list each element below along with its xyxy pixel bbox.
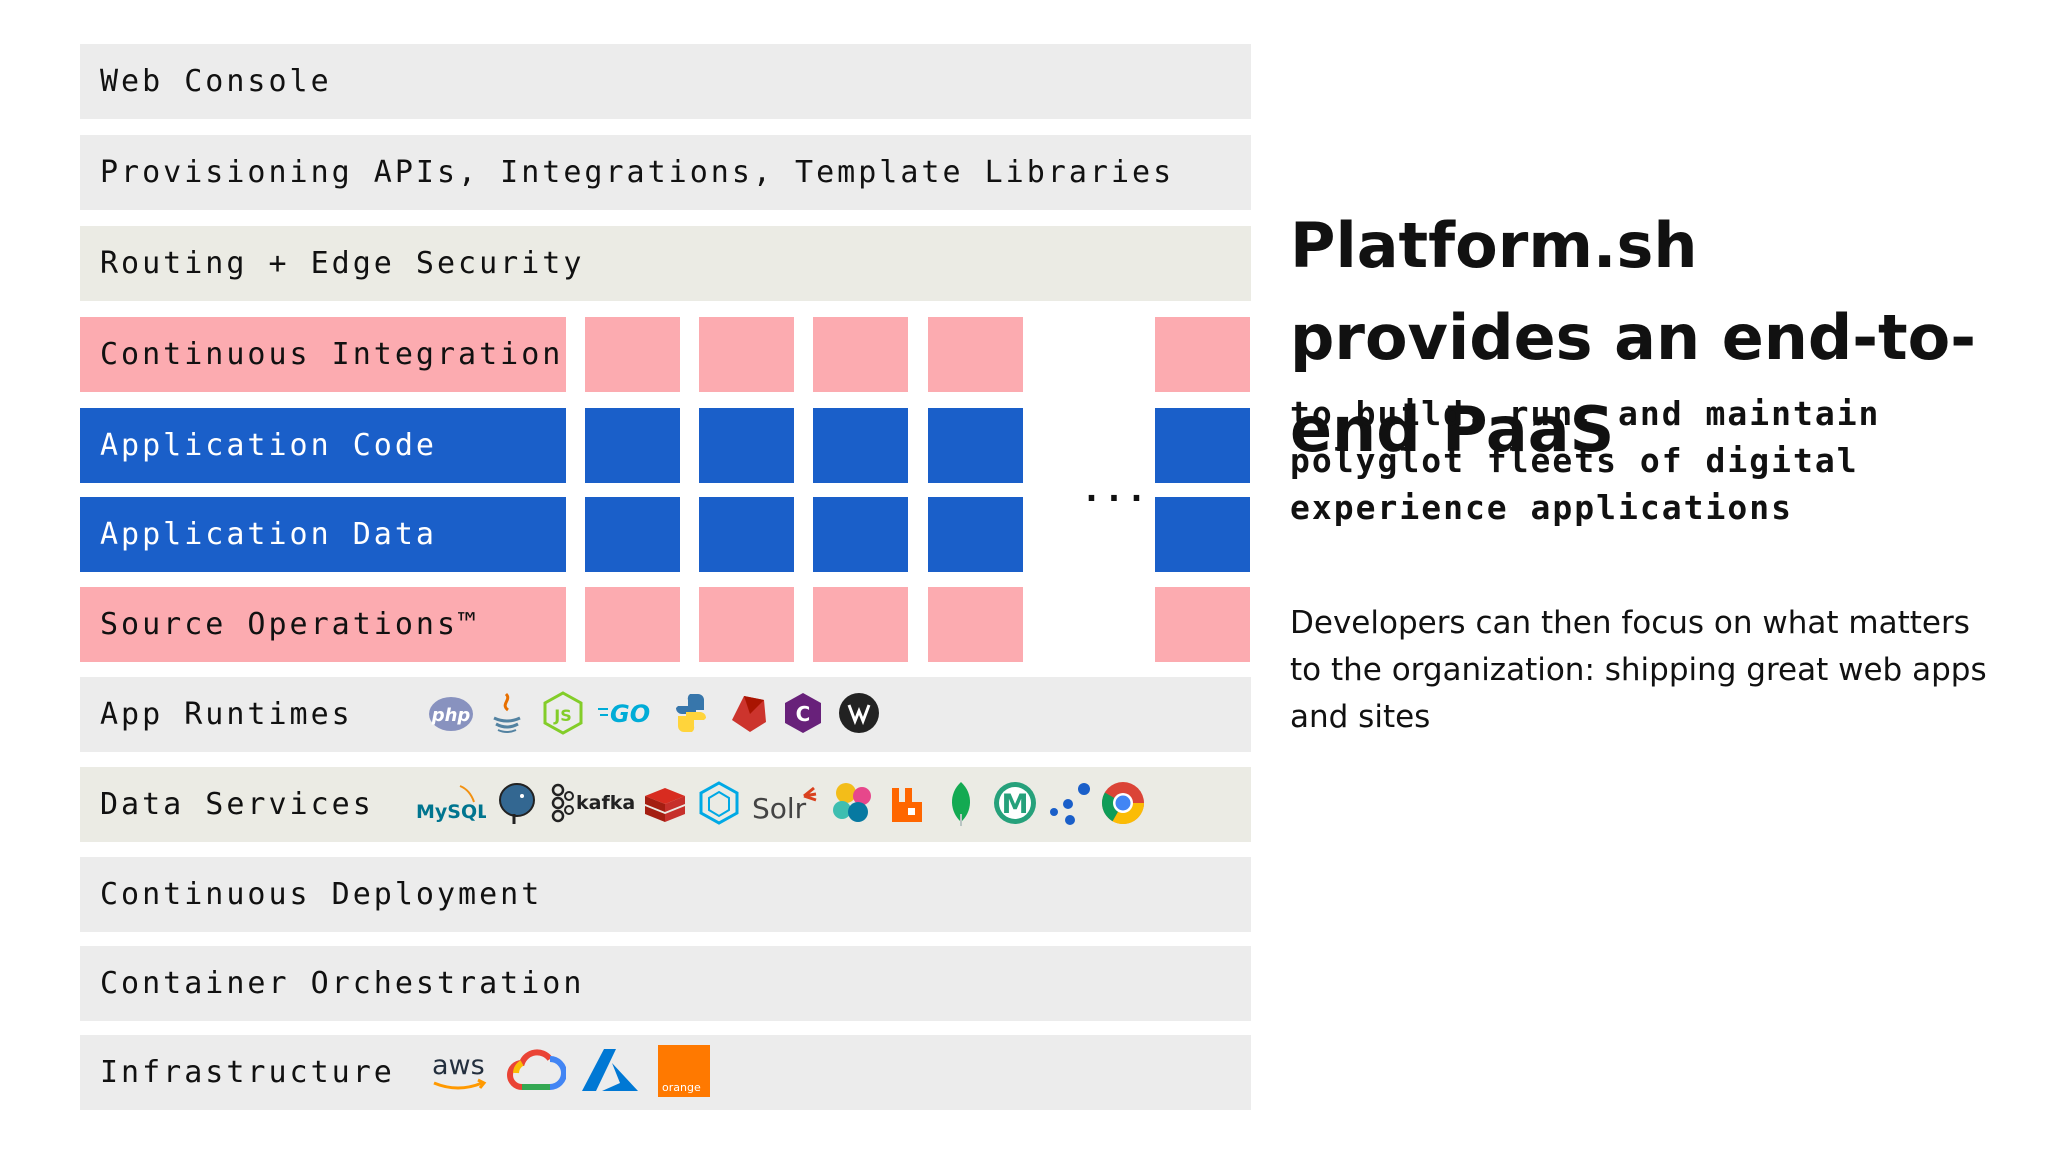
layer-continuous-deployment: Continuous Deployment <box>80 857 1251 932</box>
code-cell <box>699 408 794 483</box>
layer-source-operations: Source Operations™ <box>80 587 566 662</box>
layer-label: Data Services <box>100 787 374 822</box>
mysql-text: MySQL <box>416 801 486 823</box>
layer-label: Continuous Deployment <box>100 877 543 912</box>
csharp-icon: C <box>780 690 826 736</box>
page-title: Platform.sh provides an end-to-end PaaS <box>1290 209 1976 466</box>
mongodb-icon <box>938 780 984 826</box>
memcached-text: M <box>1002 789 1029 820</box>
ci-cell <box>813 317 908 392</box>
solr-text: Solr <box>752 792 807 825</box>
svg-text:C: C <box>796 702 811 726</box>
network-icon <box>1046 780 1092 826</box>
go-icon: GO <box>596 690 658 736</box>
infra-icons: aws orange <box>428 1043 712 1099</box>
source-ops-cell <box>813 587 908 662</box>
mysql-icon: MySQL <box>414 780 486 826</box>
ruby-icon <box>724 690 770 736</box>
source-ops-cell <box>699 587 794 662</box>
chrome-icon <box>1100 780 1146 826</box>
ci-cell <box>1155 317 1250 392</box>
layer-label: Application Data <box>100 517 437 552</box>
runtime-icons: php JS GO C <box>428 690 882 736</box>
source-ops-cell <box>928 587 1023 662</box>
data-cell <box>928 497 1023 572</box>
more-ellipsis: ... <box>1081 470 1149 510</box>
kafka-text: kafka <box>576 792 634 814</box>
php-text: php <box>431 705 471 726</box>
lisp-icon <box>836 690 882 736</box>
redis-icon <box>642 780 688 826</box>
azure-icon <box>580 1043 642 1099</box>
layer-label: Application Code <box>100 428 437 463</box>
layer-label: Source Operations™ <box>100 607 480 642</box>
google-cloud-icon <box>504 1043 566 1099</box>
postgresql-icon <box>494 780 540 826</box>
layer-app-runtimes: App Runtimes <box>80 677 1251 752</box>
layer-label: Provisioning APIs, Integrations, Templat… <box>100 155 1175 190</box>
layer-container-orchestration: Container Orchestration <box>80 946 1251 1021</box>
body-text: Developers can then focus on what matter… <box>1290 605 1987 735</box>
python-icon <box>668 690 714 736</box>
aws-text: aws <box>432 1050 485 1081</box>
layer-web-console: Web Console <box>80 44 1251 119</box>
layer-label: Web Console <box>100 64 332 99</box>
rabbitmq-icon <box>884 780 930 826</box>
layer-application-data: Application Data <box>80 497 566 572</box>
data-cell <box>585 497 680 572</box>
java-icon <box>484 690 530 736</box>
code-cell <box>928 408 1023 483</box>
code-cell <box>585 408 680 483</box>
elasticsearch-icon <box>696 780 742 826</box>
aws-icon: aws <box>428 1043 490 1099</box>
layer-label: Container Orchestration <box>100 966 585 1001</box>
code-cell <box>1155 408 1250 483</box>
layer-routing: Routing + Edge Security <box>80 226 1251 301</box>
svg-text:JS: JS <box>553 706 571 725</box>
source-ops-cell <box>1155 587 1250 662</box>
orange-text: orange <box>662 1081 701 1094</box>
kafka-icon: kafka <box>548 780 634 826</box>
ci-cell <box>928 317 1023 392</box>
layer-provisioning: Provisioning APIs, Integrations, Templat… <box>80 135 1251 210</box>
solr-icon: Solr <box>750 780 822 826</box>
layer-label: Continuous Integration <box>100 337 564 372</box>
ci-cell <box>585 317 680 392</box>
source-ops-cell <box>585 587 680 662</box>
layer-continuous-integration: Continuous Integration <box>80 317 566 392</box>
orange-icon: orange <box>656 1043 712 1099</box>
code-cell <box>813 408 908 483</box>
data-cell <box>813 497 908 572</box>
memcached-icon: M <box>992 780 1038 826</box>
layer-label: App Runtimes <box>100 697 353 732</box>
layer-label: Routing + Edge Security <box>100 246 585 281</box>
data-service-icons: MySQL kafka Solr M <box>414 780 1146 826</box>
go-text: GO <box>610 700 650 728</box>
layer-application-code: Application Code <box>80 408 566 483</box>
data-cell <box>1155 497 1250 572</box>
subheading: to build, run, and maintain polyglot fle… <box>1290 394 1881 527</box>
php-icon: php <box>428 690 474 736</box>
ci-cell <box>699 317 794 392</box>
layer-label: Infrastructure <box>100 1055 395 1090</box>
nodejs-icon: JS <box>540 690 586 736</box>
data-cell <box>699 497 794 572</box>
influxdb-icon <box>830 780 876 826</box>
